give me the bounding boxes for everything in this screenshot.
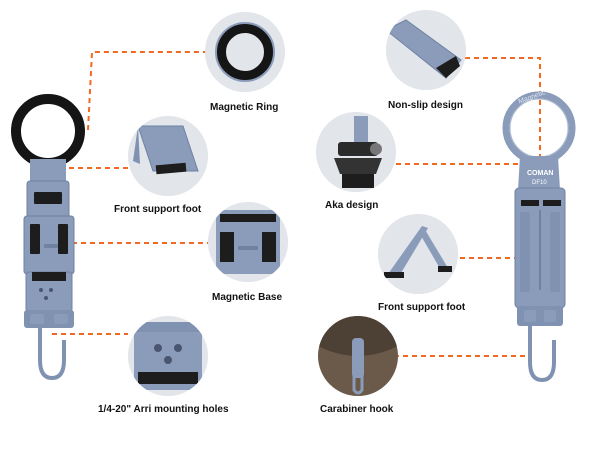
support-legs-icon — [378, 214, 458, 294]
metal-ring — [502, 91, 576, 165]
front-foot-label-left: Front support foot — [114, 204, 202, 215]
mounting-holes-label: 1/4-20" Arri mounting holes — [98, 404, 229, 415]
front-foot-label-right: Front support foot — [378, 302, 466, 313]
carabiner-detail — [318, 316, 398, 396]
non-slip-foot-icon — [386, 10, 466, 90]
tripod-head-icon — [316, 112, 396, 192]
front-foot-detail-right — [378, 214, 458, 294]
mounting-holes-detail — [128, 316, 208, 396]
right-carabiner — [528, 326, 556, 383]
model-text: DF10 — [532, 180, 547, 186]
magnetic-ring-detail — [205, 12, 285, 92]
callout-line-non-slip — [465, 57, 541, 202]
magnetic-ring-label: Magnetic Ring — [210, 102, 279, 113]
aka-design-detail — [316, 112, 396, 192]
front-foot-detail-left — [128, 116, 208, 196]
carabiner-icon — [318, 316, 398, 396]
magnetic-base-label: Magnetic Base — [212, 292, 283, 303]
mounting-holes-icon — [128, 316, 208, 396]
carabiner-hook-label: Carabiner hook — [320, 404, 394, 415]
magnetic-ring-icon — [205, 12, 285, 92]
callout-line-magnetic-ring — [87, 51, 205, 131]
upper-foot-pad — [34, 192, 62, 204]
non-slip-detail — [386, 10, 466, 90]
left-carabiner — [38, 328, 66, 381]
lower-foot-pad — [32, 272, 66, 281]
support-foot-icon — [128, 116, 208, 196]
aka-design-label: Aka design — [325, 200, 379, 211]
brand-text: COMAN — [527, 170, 554, 177]
magnetic-base-icon — [208, 202, 288, 282]
non-slip-label: Non-slip design — [388, 100, 463, 111]
magnetic-base-detail — [208, 202, 288, 282]
